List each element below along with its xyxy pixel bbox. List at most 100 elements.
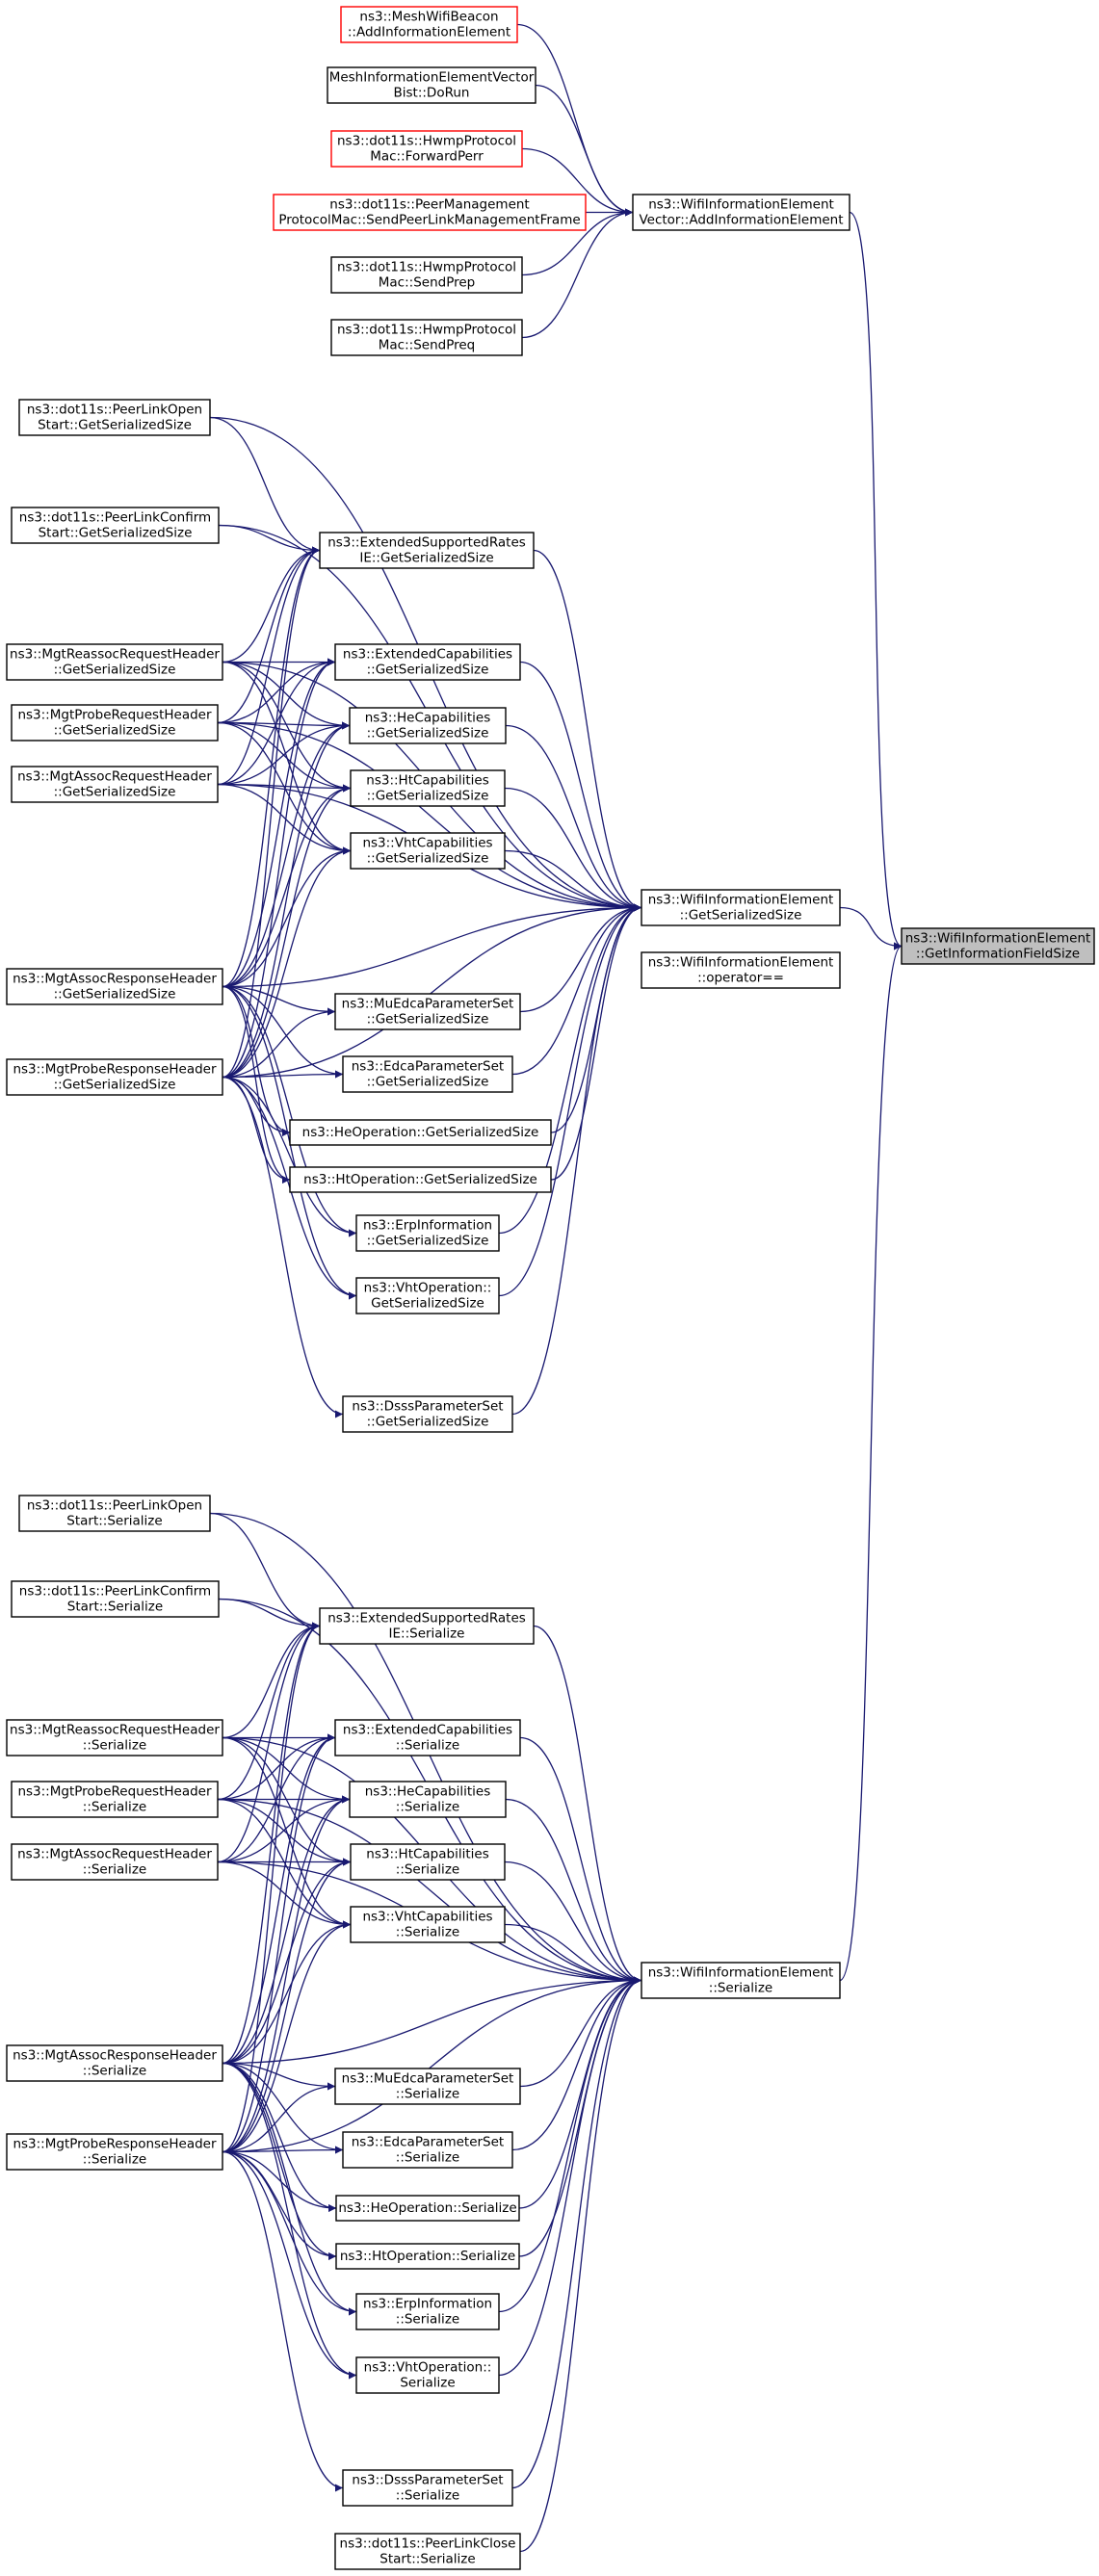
edge-g_plc-to-g_esr	[218, 524, 321, 555]
edge-s_reassoc-to-s_vhtcap	[222, 1736, 352, 1929]
node-g_ecap[interactable]: ns3::ExtendedCapabilities::GetSerialized…	[334, 643, 521, 681]
node-label: ns3::EdcaParameterSet	[352, 1059, 504, 1075]
node-g_probereq[interactable]: ns3::MgtProbeRequestHeader::GetSerialize…	[11, 704, 219, 742]
node-label: ::GetSerializedSize	[680, 908, 802, 924]
edge-g_plo-to-g_esr	[209, 416, 321, 555]
node-g_plc[interactable]: ns3::dot11s::PeerLinkConfirmStart::GetSe…	[11, 507, 220, 544]
node-label: ns3::HtOperation::Serialize	[340, 2249, 515, 2264]
node-g_erp[interactable]: ns3::ErpInformation::GetSerializedSize	[355, 1214, 500, 1252]
edge-g_assocreq-to-g_hecap	[217, 721, 351, 786]
node-label: ::AddInformationElement	[348, 25, 510, 40]
edge-s_proberesp-to-s_muedca	[222, 2082, 336, 2153]
node-s_erp[interactable]: ns3::ErpInformation::Serialize	[355, 2293, 500, 2330]
node-box	[334, 993, 521, 1030]
edge-g_dsss-to-gss	[511, 903, 642, 1416]
node-s_proberesp[interactable]: ns3::MgtProbeResponseHeader::Serialize	[6, 2133, 223, 2171]
node-label: ns3::MgtProbeResponseHeader	[13, 2137, 217, 2152]
node-target[interactable]: ns3::WifiInformationElement::GetInformat…	[901, 927, 1095, 965]
edge-spreq-to-addie	[521, 208, 634, 339]
node-s_plclose[interactable]: ns3::dot11s::PeerLinkCloseStart::Seriali…	[334, 2533, 521, 2570]
edge-g_assocresp-to-g_esr	[222, 546, 321, 988]
node-label: ns3::MgtAssocRequestHeader	[17, 769, 212, 785]
node-beacon[interactable]: ns3::MeshWifiBeacon::AddInformationEleme…	[340, 6, 518, 43]
node-g_assocreq[interactable]: ns3::MgtAssocRequestHeader::GetSerialize…	[11, 766, 219, 803]
node-g_esr[interactable]: ns3::ExtendedSupportedRatesIE::GetSerial…	[319, 532, 535, 569]
node-addie[interactable]: ns3::WifiInformationElementVector::AddIn…	[632, 194, 850, 231]
edge-bist-to-addie	[535, 84, 634, 217]
node-g_htcap[interactable]: ns3::HtCapabilities::GetSerializedSize	[350, 769, 506, 807]
edge-g_probereq-to-g_htcap	[217, 721, 352, 793]
node-s_ecap[interactable]: ns3::ExtendedCapabilities::Serialize	[334, 1719, 521, 1756]
node-s_heop[interactable]: ns3::HeOperation::Serialize	[335, 2195, 520, 2222]
node-box	[289, 1166, 552, 1193]
node-ser[interactable]: ns3::WifiInformationElement::Serialize	[641, 1962, 841, 1999]
node-gss[interactable]: ns3::WifiInformationElement::GetSerializ…	[641, 889, 841, 926]
node-s_vhtop[interactable]: ns3::VhtOperation::Serialize	[355, 2356, 500, 2394]
node-g_assocresp[interactable]: ns3::MgtAssocResponseHeader::GetSerializ…	[6, 968, 223, 1005]
node-s_htop[interactable]: ns3::HtOperation::Serialize	[335, 2243, 520, 2270]
node-fperr[interactable]: ns3::dot11s::HwmpProtocolMac::ForwardPer…	[330, 130, 523, 168]
node-s_edca[interactable]: ns3::EdcaParameterSet::Serialize	[342, 2131, 513, 2169]
node-box	[11, 1781, 219, 1818]
node-s_muedca[interactable]: ns3::MuEdcaParameterSet::Serialize	[334, 2068, 521, 2105]
node-s_assocresp[interactable]: ns3::MgtAssocResponseHeader::Serialize	[6, 2044, 223, 2082]
node-label: ::GetSerializedSize	[367, 789, 489, 804]
node-oper[interactable]: ns3::WifiInformationElement::operator==	[641, 951, 841, 989]
node-box	[342, 2131, 513, 2169]
node-box	[335, 2243, 520, 2270]
node-label: ns3::dot11s::PeerManagement	[329, 197, 529, 213]
node-label: ns3::MgtAssocRequestHeader	[17, 1847, 212, 1862]
node-g_plo[interactable]: ns3::dot11s::PeerLinkOpenStart::GetSeria…	[18, 399, 211, 436]
node-g_edca[interactable]: ns3::EdcaParameterSet::GetSerializedSize	[342, 1055, 513, 1093]
node-s_reassoc[interactable]: ns3::MgtReassocRequestHeader::Serialize	[6, 1719, 223, 1756]
node-g_muedca[interactable]: ns3::MuEdcaParameterSet::GetSerializedSi…	[334, 993, 521, 1030]
node-g_hecap[interactable]: ns3::HeCapabilities::GetSerializedSize	[349, 707, 507, 744]
node-box	[319, 1607, 535, 1645]
node-box	[6, 968, 223, 1005]
node-label: ns3::MgtAssocResponseHeader	[13, 972, 217, 987]
node-s_probereq[interactable]: ns3::MgtProbeRequestHeader::Serialize	[11, 1781, 219, 1818]
node-s_hecap[interactable]: ns3::HeCapabilities::Serialize	[349, 1781, 507, 1818]
node-g_reassoc[interactable]: ns3::MgtReassocRequestHeader::GetSeriali…	[6, 643, 223, 681]
node-label: ::Serialize	[83, 1738, 146, 1754]
node-sendplm[interactable]: ns3::dot11s::PeerManagementProtocolMac::…	[273, 194, 587, 231]
edge-s_probereq-to-s_esr	[217, 1622, 321, 1801]
node-g_proberesp[interactable]: ns3::MgtProbeResponseHeader::GetSerializ…	[6, 1058, 223, 1096]
node-s_dsss[interactable]: ns3::DsssParameterSet::Serialize	[342, 2469, 513, 2507]
edge-s_assocresp-to-s_heop	[222, 2062, 337, 2212]
node-s_plo[interactable]: ns3::dot11s::PeerLinkOpenStart::Serializ…	[18, 1495, 211, 1532]
node-g_vhtcap[interactable]: ns3::VhtCapabilities::GetSerializedSize	[350, 832, 506, 870]
edge-g_edca-to-gss	[511, 903, 642, 1076]
node-s_vhtcap[interactable]: ns3::VhtCapabilities::Serialize	[350, 1906, 506, 1943]
node-g_heop[interactable]: ns3::HeOperation::GetSerializedSize	[289, 1119, 552, 1146]
node-label: Mac::ForwardPerr	[370, 149, 484, 165]
node-box	[340, 6, 518, 43]
edge-g_assocresp-to-g_htop	[222, 985, 291, 1184]
node-box	[641, 1962, 841, 1999]
node-s_assocreq[interactable]: ns3::MgtAssocRequestHeader::Serialize	[11, 1843, 219, 1881]
node-label: ns3::dot11s::PeerLinkOpen	[27, 1498, 202, 1514]
edge-s_htcap-to-ser	[504, 1860, 642, 1985]
node-box	[349, 707, 507, 744]
node-s_htcap[interactable]: ns3::HtCapabilities::Serialize	[350, 1843, 506, 1881]
edge-s_vhtcap-to-ser	[504, 1923, 642, 1985]
node-g_vhtop[interactable]: ns3::VhtOperation::GetSerializedSize	[355, 1277, 500, 1314]
edge-g_erp-to-gss	[498, 903, 642, 1235]
edge-g_reassoc-to-g_hecap	[222, 661, 351, 730]
edge-s_ecap-to-ser	[519, 1736, 642, 1985]
node-label: ::GetSerializedSize	[367, 1415, 489, 1430]
edge-s_assocresp-to-s_ecap	[222, 1733, 336, 2065]
node-g_dsss[interactable]: ns3::DsssParameterSet::GetSerializedSize	[342, 1395, 513, 1433]
node-label: ::GetSerializedSize	[367, 663, 489, 678]
node-label: ns3::DsssParameterSet	[352, 1399, 503, 1415]
node-g_htop[interactable]: ns3::HtOperation::GetSerializedSize	[289, 1166, 552, 1193]
edge-s_htop-to-ser	[518, 1976, 642, 2257]
edge-s_proberesp-to-ser	[222, 1976, 642, 2153]
node-s_plc[interactable]: ns3::dot11s::PeerLinkConfirmStart::Seria…	[11, 1580, 220, 1618]
node-box	[334, 643, 521, 681]
